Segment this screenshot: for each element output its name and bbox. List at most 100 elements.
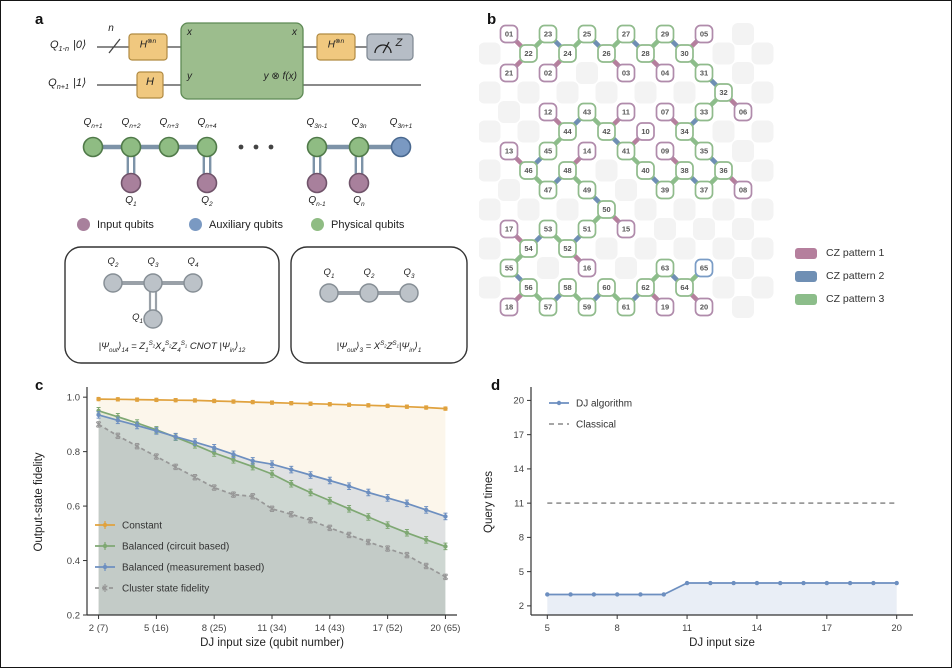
y-tick-label: 20 bbox=[513, 396, 524, 407]
series-marker bbox=[801, 580, 806, 586]
unused-chip-site bbox=[615, 179, 637, 201]
qubit-node-03 bbox=[616, 63, 636, 83]
unused-chip-site bbox=[732, 257, 754, 279]
legend-cz-pattern-1: CZ pattern 1 bbox=[795, 247, 884, 259]
cluster-top-label: Qn+4 bbox=[197, 117, 217, 130]
cz-pattern-3-chip-icon bbox=[795, 293, 817, 305]
box2-node-label: Q2 bbox=[363, 267, 375, 280]
unused-chip-site bbox=[517, 81, 540, 104]
unused-chip-site bbox=[479, 276, 501, 299]
series-marker bbox=[871, 580, 876, 586]
x-axis-title: DJ input size (qubit number) bbox=[200, 637, 344, 649]
oracle-y-out-label: y ⊗ f(x) bbox=[263, 71, 297, 82]
series-marker bbox=[289, 467, 294, 472]
qubit-number-label: 59 bbox=[583, 303, 591, 312]
series-marker bbox=[404, 552, 410, 558]
qubit-number-label: 30 bbox=[680, 49, 688, 58]
physical-qubit-dot-icon bbox=[311, 218, 324, 231]
unused-chip-site bbox=[479, 198, 501, 221]
series-marker bbox=[231, 399, 236, 404]
qubit-node-36 bbox=[714, 161, 733, 180]
series-marker bbox=[134, 423, 140, 428]
qubit-number-label: 03 bbox=[622, 69, 630, 78]
y-tick-label: 14 bbox=[513, 464, 524, 475]
auxiliary-qubit-dot-icon bbox=[189, 218, 202, 231]
qubit-node-32 bbox=[714, 83, 733, 102]
input-qubit-node bbox=[120, 172, 142, 194]
unused-chip-site bbox=[732, 296, 754, 318]
panel-a-graphics bbox=[64, 22, 468, 364]
series-marker bbox=[115, 397, 121, 402]
unused-chip-site bbox=[595, 159, 618, 182]
series-marker bbox=[614, 592, 620, 597]
quantum-circuit bbox=[97, 22, 421, 100]
qubit-number-label: 65 bbox=[700, 264, 708, 273]
qubit-number-label: 64 bbox=[680, 283, 689, 292]
unused-chip-site bbox=[712, 198, 735, 221]
box1-node-label: Q3 bbox=[147, 256, 159, 269]
qubit-number-label: 26 bbox=[602, 49, 610, 58]
series-marker bbox=[134, 443, 140, 449]
series-marker bbox=[545, 592, 550, 597]
qubit-number-label: 61 bbox=[622, 303, 630, 312]
cluster-top-label: Q3n bbox=[351, 117, 367, 130]
legend-label: CZ pattern 3 bbox=[826, 293, 885, 305]
qubit-node-31 bbox=[694, 63, 714, 83]
y-tick-label: 11 bbox=[514, 498, 524, 509]
qubit-number-label: 42 bbox=[602, 127, 610, 136]
unused-chip-site bbox=[479, 237, 501, 260]
unused-chip-site bbox=[673, 237, 696, 260]
cluster-input-label: Q1 bbox=[125, 195, 137, 208]
series-marker bbox=[289, 481, 294, 486]
unused-chip-site bbox=[517, 120, 540, 143]
qubit-number-label: 21 bbox=[505, 69, 513, 78]
box2-formula: |Ψout⟩3 = XS2ZS1|Ψin⟩1 bbox=[336, 340, 422, 355]
hadamard-single-label: H bbox=[146, 76, 154, 88]
series-marker bbox=[288, 511, 294, 517]
series-area bbox=[98, 414, 446, 615]
cz-pattern-legend: CZ pattern 1 CZ pattern 2 CZ pattern 3 bbox=[795, 247, 884, 316]
qubit-node-63 bbox=[655, 258, 675, 278]
qubit-number-label: 05 bbox=[700, 30, 708, 39]
series-marker bbox=[824, 580, 830, 586]
qubit-node-05 bbox=[694, 24, 714, 44]
series-marker bbox=[308, 472, 313, 478]
qubit-node bbox=[359, 283, 379, 303]
figure-element bbox=[102, 522, 108, 528]
fidelity-chart-graphics: 2 (7)5 (16)8 (25)11 (34)14 (43)17 (52)20… bbox=[33, 387, 460, 649]
qubit-node-22 bbox=[519, 44, 538, 63]
unused-chip-site bbox=[634, 198, 657, 221]
series-marker bbox=[423, 563, 429, 569]
rule-box-2-graphics bbox=[290, 246, 468, 364]
cluster-top-label: Qn+3 bbox=[159, 117, 179, 130]
qubit-number-label: 44 bbox=[563, 127, 572, 136]
qubit-number-label: 55 bbox=[505, 264, 513, 273]
x-tick-label: 5 (16) bbox=[144, 623, 169, 634]
qubit-node-64 bbox=[675, 278, 694, 297]
y-tick-label: 0.8 bbox=[67, 447, 80, 458]
physical-qubit-node bbox=[306, 136, 328, 158]
qubit-node-51 bbox=[577, 219, 597, 239]
series-marker bbox=[365, 539, 372, 545]
unused-chip-site bbox=[517, 198, 540, 221]
series-marker bbox=[366, 490, 371, 495]
y-tick-label: 1.0 bbox=[67, 392, 80, 403]
unused-chip-site bbox=[556, 81, 579, 104]
qubit-node-18 bbox=[499, 297, 519, 317]
unused-chip-site bbox=[693, 218, 715, 240]
box2-node-label: Q1 bbox=[323, 267, 335, 280]
qubit-node bbox=[143, 273, 163, 293]
cluster-top-label: Q3n+1 bbox=[389, 117, 413, 130]
hadamard-n-gate-1-label: H⊗n bbox=[139, 38, 157, 51]
qubit-node-46 bbox=[519, 161, 538, 180]
qubit-number-label: 10 bbox=[641, 127, 649, 136]
series-marker bbox=[211, 445, 217, 451]
cluster-input-label: Qn bbox=[353, 195, 365, 208]
qubit-node-47 bbox=[538, 180, 558, 200]
qubit-node-56 bbox=[519, 278, 538, 297]
cz-pattern-1-chip-icon bbox=[795, 247, 817, 259]
legend-label: Balanced (circuit based) bbox=[122, 542, 229, 553]
qubit-number-label: 07 bbox=[661, 108, 669, 117]
series-marker bbox=[366, 403, 371, 408]
